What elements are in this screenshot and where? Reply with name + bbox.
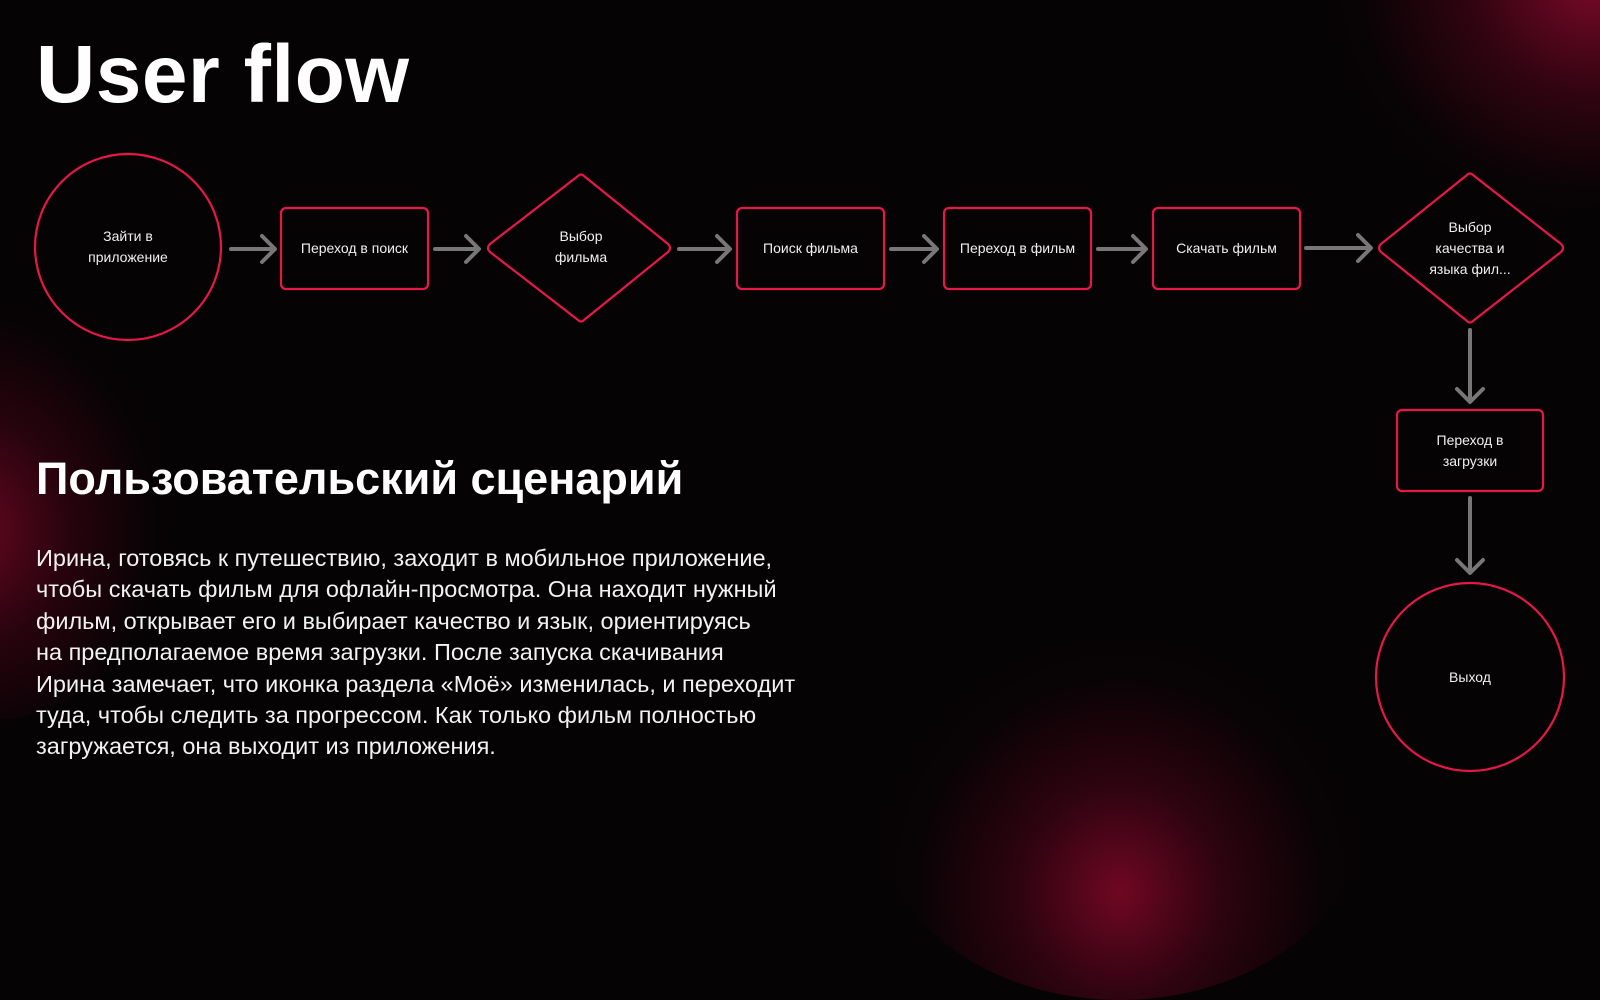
node-choose-quality-diamond bbox=[1377, 172, 1565, 324]
scenario-line: на предполагаемое время загрузки. После … bbox=[36, 639, 724, 666]
scenario-line: туда, чтобы следить за прогрессом. Как т… bbox=[36, 702, 757, 729]
node-to-search-rect bbox=[279, 206, 430, 291]
arrow-right-icon bbox=[1304, 233, 1373, 263]
node-start-circle bbox=[33, 152, 223, 342]
scenario-line: чтобы скачать фильм для офлайн-просмотра… bbox=[36, 576, 777, 603]
user-flow-diagram bbox=[33, 152, 1566, 773]
node-download-film-rect bbox=[1151, 206, 1302, 291]
arrow-right-icon bbox=[889, 234, 939, 264]
page-title: User flow bbox=[36, 29, 410, 120]
arrow-down-icon bbox=[1455, 328, 1485, 404]
scenario-heading: Пользовательский сценарий bbox=[36, 453, 684, 504]
scenario-description: Ирина, готовясь к путешествию, заходит в… bbox=[36, 543, 916, 763]
node-open-film-label: Переход в фильм bbox=[959, 240, 1076, 256]
scenario-line: Ирина, готовясь к путешествию, заходит в… bbox=[36, 545, 773, 571]
node-open-film-rect bbox=[942, 206, 1093, 291]
scenario-line: Ирина замечает, что иконка раздела «Моё»… bbox=[36, 670, 796, 697]
node-search-film-rect bbox=[735, 206, 886, 291]
arrow-right-icon bbox=[677, 234, 732, 264]
scenario-line: загружается, она выходит из приложения. bbox=[36, 733, 496, 760]
node-download-film-label: Скачать фильм bbox=[1176, 240, 1277, 256]
arrow-right-icon bbox=[1096, 234, 1148, 264]
scenario-line: фильм, открывает его и выбирает качество… bbox=[36, 607, 751, 634]
arrow-right-icon bbox=[229, 234, 277, 264]
arrow-down-icon bbox=[1455, 496, 1485, 575]
node-to-search-label: Переход в поиск bbox=[300, 240, 409, 256]
arrow-right-icon bbox=[433, 234, 481, 264]
node-to-downloads-rect bbox=[1395, 408, 1545, 493]
node-exit-circle bbox=[1374, 581, 1566, 773]
node-choose-film-diamond bbox=[486, 173, 672, 323]
node-search-film-label: Поиск фильма bbox=[763, 240, 858, 256]
node-exit-label: Выход bbox=[1449, 668, 1491, 685]
